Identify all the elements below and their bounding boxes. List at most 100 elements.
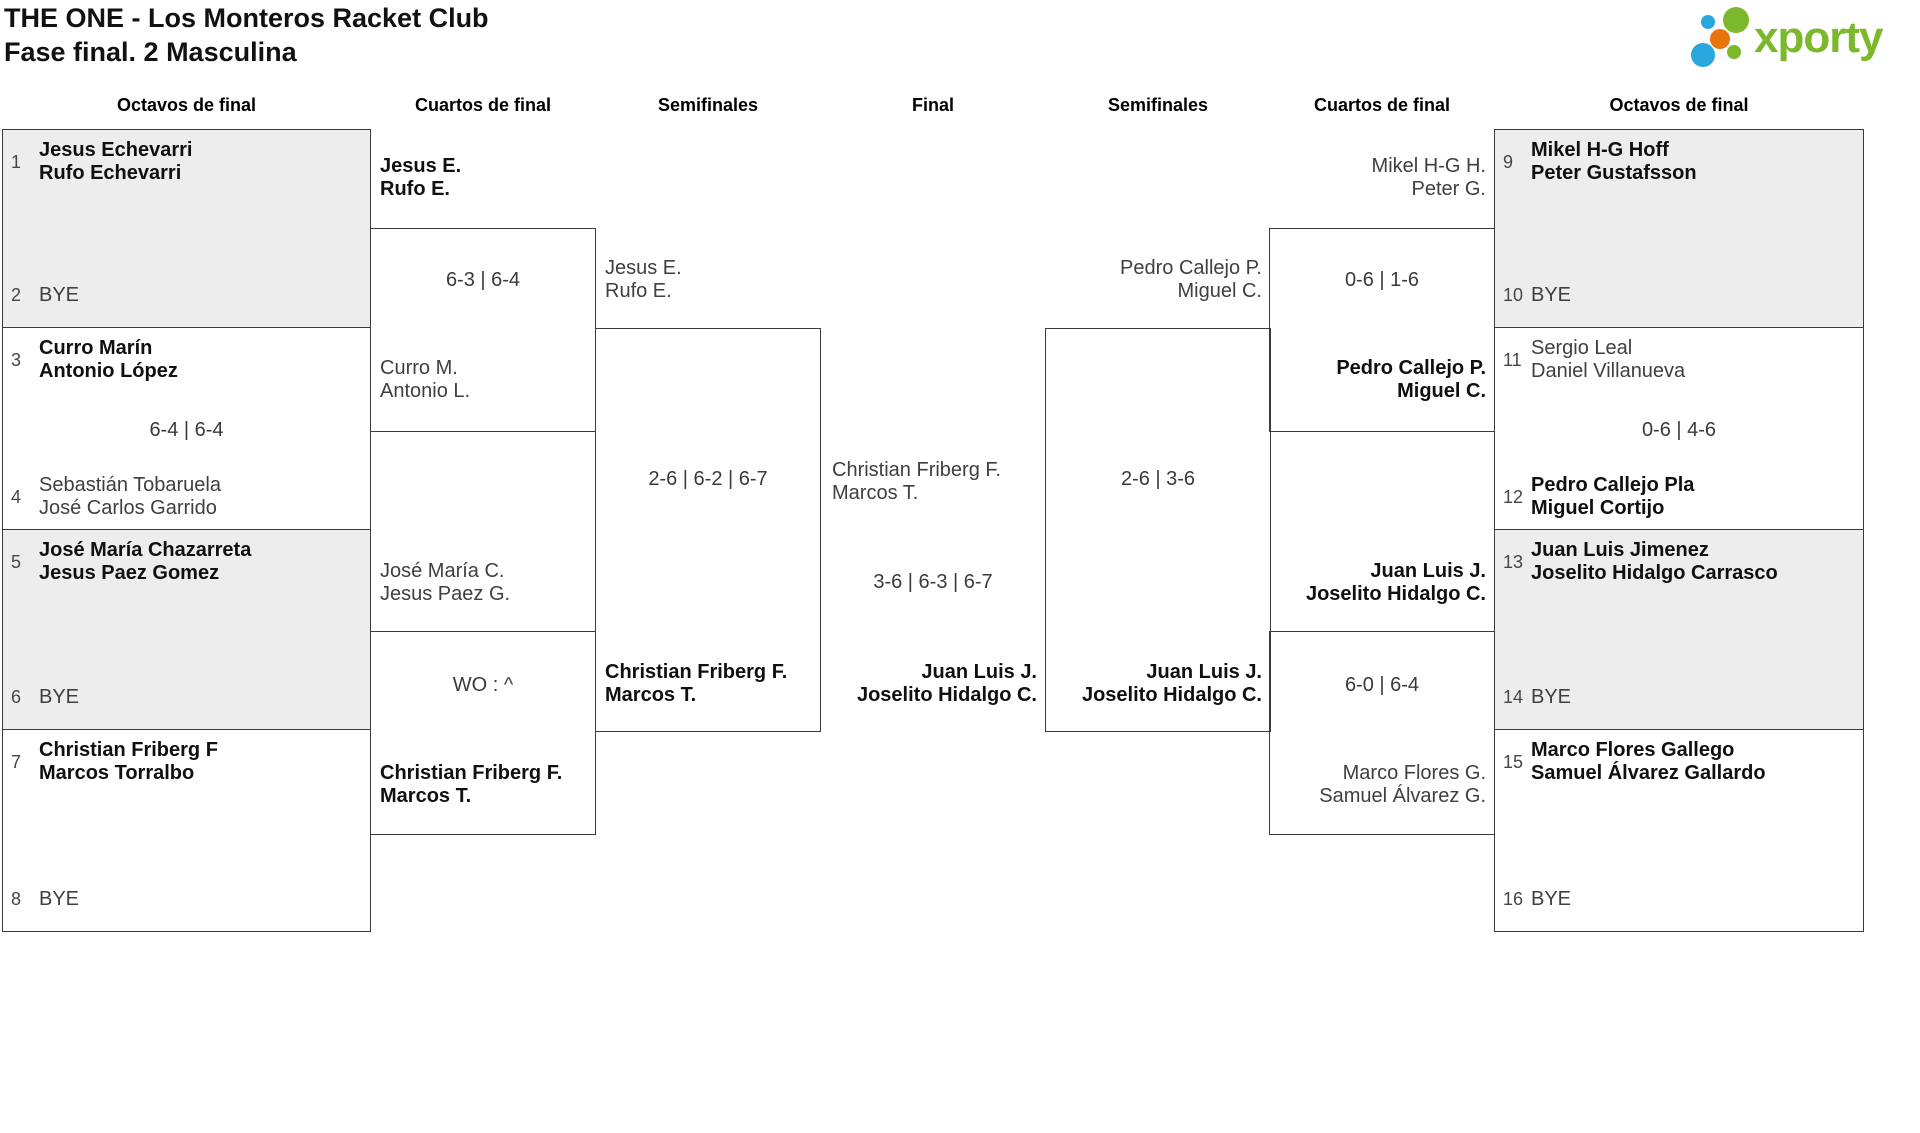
match-score: 0-6 | 4-6 (1641, 419, 1717, 441)
bye-label: BYE (1531, 284, 1572, 306)
round-header-cuartos-left: Cuartos de final (414, 95, 552, 115)
seed-number: 10 (1503, 285, 1524, 305)
player-name: Jesus Echevarri (39, 139, 193, 161)
team-names: BYE (39, 888, 79, 911)
seed-number: 1 (11, 151, 22, 172)
player-name: Peter G. (1411, 178, 1486, 200)
r16-left-match-4-box: 7 Christian Friberg F Marcos Torralbo 8 … (2, 729, 371, 932)
team-names: Christian Friberg F Marcos Torralbo (39, 739, 218, 785)
player-name: Miguel C. (1397, 380, 1486, 402)
player-name: Joselito Hidalgo C. (856, 684, 1037, 706)
round-header-cuartos-right: Cuartos de final (1313, 95, 1451, 115)
qf-left-loser-bottom: José María C. Jesus Paez G. (380, 560, 510, 606)
round-header-semis-left: Semifinales (657, 95, 759, 115)
bracket-entry-seed-13: 13 Juan Luis Jimenez Joselito Hidalgo Ca… (1503, 539, 1857, 585)
player-name: Joselito Hidalgo C. (1305, 583, 1486, 605)
tournament-name: THE ONE - Los Monteros Racket Club (4, 3, 489, 33)
seed-number: 9 (1503, 151, 1514, 172)
player-name: Marco Flores G. (1342, 762, 1486, 784)
bracket-entry-seed-10: 10 BYE (1503, 284, 1857, 307)
player-name: Marcos Torralbo (39, 762, 195, 784)
sf-right-entrant: Pedro Callejo P. Miguel C. (1120, 257, 1262, 303)
player-name: Antonio L. (380, 380, 471, 402)
team-names: José María Chazarreta Jesus Paez Gomez (39, 539, 251, 585)
logo-dot-icon (1723, 7, 1749, 33)
r16-right-match-1-box: 9 Mikel H-G Hoff Peter Gustafsson 10 BYE (1494, 129, 1864, 328)
player-name: Juan Luis J. (921, 661, 1037, 683)
r16-right-match-4-box: 15 Marco Flores Gallego Samuel Álvarez G… (1494, 729, 1864, 932)
player-name: Jesus E. (380, 155, 462, 177)
match-score: 6-4 | 6-4 (149, 419, 224, 441)
sf-right-winner: Juan Luis J. Joselito Hidalgo C. (1082, 661, 1262, 707)
round-header-octavos-left: Octavos de final (116, 95, 257, 115)
player-name: Christian Friberg F. (380, 762, 563, 784)
bracket-entry-seed-15: 15 Marco Flores Gallego Samuel Álvarez G… (1503, 739, 1857, 785)
bracket-entry-seed-1: 1 Jesus Echevarri Rufo Echevarri (11, 139, 364, 185)
seed-number: 7 (11, 751, 22, 772)
logo-wordmark: xporty (1754, 13, 1883, 62)
team-names: Sebastián Tobaruela José Carlos Garrido (39, 474, 221, 520)
team-names: Juan Luis Jimenez Joselito Hidalgo Carra… (1531, 539, 1778, 585)
player-name: José Carlos Garrido (39, 497, 217, 519)
xporty-logo (1686, 0, 1916, 72)
round-header-octavos-right: Octavos de final (1609, 95, 1749, 115)
player-name: Rufo Echevarri (39, 162, 182, 184)
player-name: Juan Luis Jimenez (1531, 539, 1709, 561)
player-name: Jesus Paez Gomez (39, 562, 220, 584)
player-name: Rufo E. (380, 178, 450, 200)
bracket-entry-seed-2: 2 BYE (11, 284, 364, 307)
qf-right-winner-bottom: Juan Luis J. Joselito Hidalgo C. (1306, 560, 1486, 606)
sf-right-box (1045, 328, 1271, 732)
qf-right-winner-top: Pedro Callejo P. Miguel C. (1336, 357, 1486, 403)
bracket-entry-seed-3: 3 Curro Marín Antonio López (11, 337, 364, 383)
seed-number: 14 (1503, 687, 1524, 707)
r16-right-match-3-box: 13 Juan Luis Jimenez Joselito Hidalgo Ca… (1494, 529, 1864, 730)
bracket-entry-seed-5: 5 José María Chazarreta Jesus Paez Gomez (11, 539, 364, 585)
qf-right-match-2-box (1269, 631, 1495, 835)
team-names: BYE (1531, 888, 1571, 911)
player-name: Marco Flores Gallego (1531, 739, 1735, 761)
player-name: Daniel Villanueva (1531, 360, 1686, 382)
bracket-entry-seed-7: 7 Christian Friberg F Marcos Torralbo (11, 739, 364, 785)
player-name: José María Chazarreta (39, 539, 252, 561)
player-name: Pedro Callejo P. (1336, 357, 1486, 379)
walkover-score: WO : ^ (452, 674, 514, 696)
seed-number: 2 (11, 285, 22, 305)
bye-label: BYE (39, 284, 80, 306)
qf-left-match-2-box (370, 631, 596, 835)
page-title: THE ONE - Los Monteros Racket Club Fase … (4, 1, 489, 69)
team-names: BYE (39, 284, 79, 307)
player-name: Antonio López (39, 360, 178, 382)
player-name: José María C. (380, 560, 505, 582)
player-name: Joselito Hidalgo C. (1081, 684, 1262, 706)
bracket-entry-seed-8: 8 BYE (11, 888, 364, 911)
qf-right-loser-top: Mikel H-G H. Peter G. (1372, 155, 1486, 201)
team-names: Jesus Echevarri Rufo Echevarri (39, 139, 192, 185)
bracket-entry-seed-14: 14 BYE (1503, 686, 1857, 709)
player-name: Curro Marín (39, 337, 153, 359)
sf-left-box (595, 328, 821, 732)
seed-number: 8 (11, 889, 22, 909)
r16-left-match-1-box: 1 Jesus Echevarri Rufo Echevarri 2 BYE (2, 129, 371, 328)
bracket-entry-seed-11: 11 Sergio Leal Daniel Villanueva (1503, 337, 1857, 383)
team-names: Pedro Callejo Pla Miguel Cortijo (1531, 474, 1694, 520)
player-name: Juan Luis J. (1146, 661, 1262, 683)
player-name: Christian Friberg F. (832, 459, 1001, 481)
bracket-entry-seed-4: 4 Sebastián Tobaruela José Carlos Garrid… (11, 474, 364, 520)
seed-number: 13 (1503, 551, 1524, 572)
bracket-entry-seed-12: 12 Pedro Callejo Pla Miguel Cortijo (1503, 474, 1857, 520)
phase-category: Fase final. 2 Masculina (4, 37, 297, 67)
match-score: 2-6 | 3-6 (1120, 468, 1196, 490)
final-entrant-left: Christian Friberg F. Marcos T. (832, 459, 1001, 505)
player-name: Samuel Álvarez G. (1319, 785, 1486, 807)
team-names: Sergio Leal Daniel Villanueva (1531, 337, 1685, 383)
match-score: 2-6 | 6-2 | 6-7 (648, 468, 768, 490)
player-name: Jesus E. (605, 257, 682, 279)
sf-left-winner: Christian Friberg F. Marcos T. (605, 661, 787, 707)
player-name: Samuel Álvarez Gallardo (1531, 762, 1766, 784)
player-name: Marcos T. (605, 684, 697, 706)
seed-number: 15 (1503, 751, 1524, 772)
bracket-entry-seed-6: 6 BYE (11, 686, 364, 709)
player-name: Joselito Hidalgo Carrasco (1531, 562, 1778, 584)
logo-dot-icon (1727, 45, 1741, 59)
